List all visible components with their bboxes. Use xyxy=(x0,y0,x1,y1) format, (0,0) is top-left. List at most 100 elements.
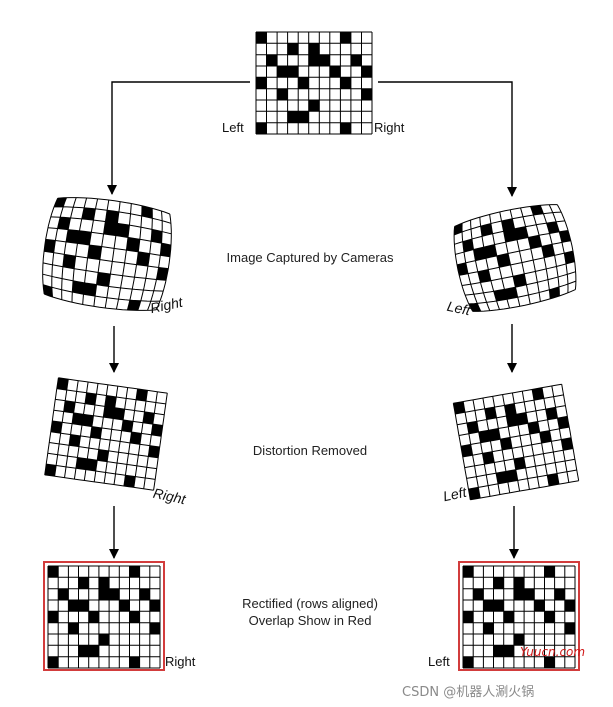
grid-line xyxy=(462,401,481,499)
filled-cell xyxy=(541,244,555,258)
filled-cell xyxy=(513,634,525,646)
filled-cell xyxy=(500,437,512,450)
filled-cell xyxy=(361,88,372,100)
filled-cell xyxy=(557,416,570,429)
filled-cell xyxy=(115,223,130,238)
watermark-author: CSDN @机器人涮火锅 xyxy=(402,685,535,700)
grid-line xyxy=(47,227,172,246)
filled-cell xyxy=(78,645,89,657)
grid-line xyxy=(54,379,69,477)
grid-line xyxy=(520,207,541,302)
board-original xyxy=(255,31,373,135)
filled-cell xyxy=(564,600,575,612)
grid-line xyxy=(556,204,577,290)
grid-line xyxy=(155,213,172,311)
board-rectified-right-camera xyxy=(458,561,580,671)
grid-line xyxy=(44,377,59,475)
filled-cell xyxy=(503,645,514,657)
filled-cell xyxy=(539,430,552,443)
grid-line xyxy=(499,211,521,307)
filled-cell xyxy=(504,403,517,417)
filled-cell xyxy=(43,284,53,297)
grid-line xyxy=(64,380,79,478)
grid-line xyxy=(462,437,572,458)
filled-cell xyxy=(98,634,110,646)
grid-line xyxy=(42,273,164,292)
caption-rectified: Rectified (rows aligned) Overlap Show in… xyxy=(200,595,420,629)
filled-cell xyxy=(78,600,89,612)
filled-cell xyxy=(559,230,571,243)
grid-line xyxy=(42,262,167,281)
grid-line xyxy=(454,220,565,245)
filled-cell xyxy=(561,437,573,451)
filled-cell xyxy=(48,611,59,623)
filled-cell xyxy=(78,577,89,589)
filled-cell xyxy=(549,287,560,299)
filled-cell xyxy=(532,387,544,401)
filled-cell xyxy=(457,262,469,276)
filled-cell xyxy=(480,223,493,237)
grid-line xyxy=(482,398,501,495)
filled-cell xyxy=(72,280,85,295)
filled-cell xyxy=(564,251,575,264)
filled-cell xyxy=(50,421,63,434)
watermark-site: Yuucn.com xyxy=(520,645,586,659)
filled-cell xyxy=(483,244,497,259)
grid-line xyxy=(492,396,511,493)
grid-line xyxy=(489,214,510,309)
filled-cell xyxy=(82,414,94,427)
filled-cell xyxy=(277,66,288,78)
filled-cell xyxy=(48,566,59,578)
filled-cell xyxy=(66,229,80,244)
filled-cell xyxy=(85,392,97,405)
filled-cell xyxy=(504,287,518,300)
filled-cell xyxy=(503,611,514,623)
grid-line xyxy=(93,384,109,482)
filled-cell xyxy=(56,377,69,390)
filled-cell xyxy=(493,600,504,612)
filled-cell xyxy=(463,656,474,668)
filled-cell xyxy=(126,237,140,252)
grid-line xyxy=(472,289,576,312)
grid-line xyxy=(455,230,569,255)
grid-line xyxy=(460,426,570,447)
filled-cell xyxy=(130,432,142,445)
grid-line xyxy=(455,394,564,415)
filled-cell xyxy=(516,412,528,425)
filled-cell xyxy=(564,622,575,634)
grid-line xyxy=(453,383,562,404)
filled-cell xyxy=(473,588,484,600)
filled-cell xyxy=(319,54,330,66)
grid-line xyxy=(46,463,156,480)
filled-cell xyxy=(103,221,118,236)
filled-cell xyxy=(308,43,320,55)
grid-line xyxy=(456,240,571,266)
grid-line xyxy=(55,398,165,416)
filled-cell xyxy=(496,471,508,484)
grid-line xyxy=(459,250,574,276)
grid-line xyxy=(521,391,540,488)
board-captured-right-camera xyxy=(453,204,577,312)
board-undistorted-left-camera xyxy=(44,377,168,491)
filled-cell xyxy=(83,282,97,297)
grid-line xyxy=(454,204,558,227)
filled-cell xyxy=(104,395,117,408)
grid-line xyxy=(461,261,575,286)
filled-cell xyxy=(496,253,511,268)
grid-line xyxy=(551,385,570,483)
grid-line xyxy=(452,403,471,500)
filled-cell xyxy=(87,245,102,260)
caption-image-captured: Image Captured by Cameras xyxy=(226,250,394,265)
grid-line xyxy=(53,409,163,426)
filled-cell xyxy=(501,218,515,232)
filled-cell xyxy=(493,645,504,657)
filled-cell xyxy=(534,600,545,612)
filled-cell xyxy=(160,243,171,257)
grid-line xyxy=(509,209,531,305)
filled-cell xyxy=(113,407,125,420)
filled-cell xyxy=(361,66,372,78)
filled-cell xyxy=(63,400,76,413)
filled-cell xyxy=(156,267,169,281)
grid-line xyxy=(45,238,170,258)
